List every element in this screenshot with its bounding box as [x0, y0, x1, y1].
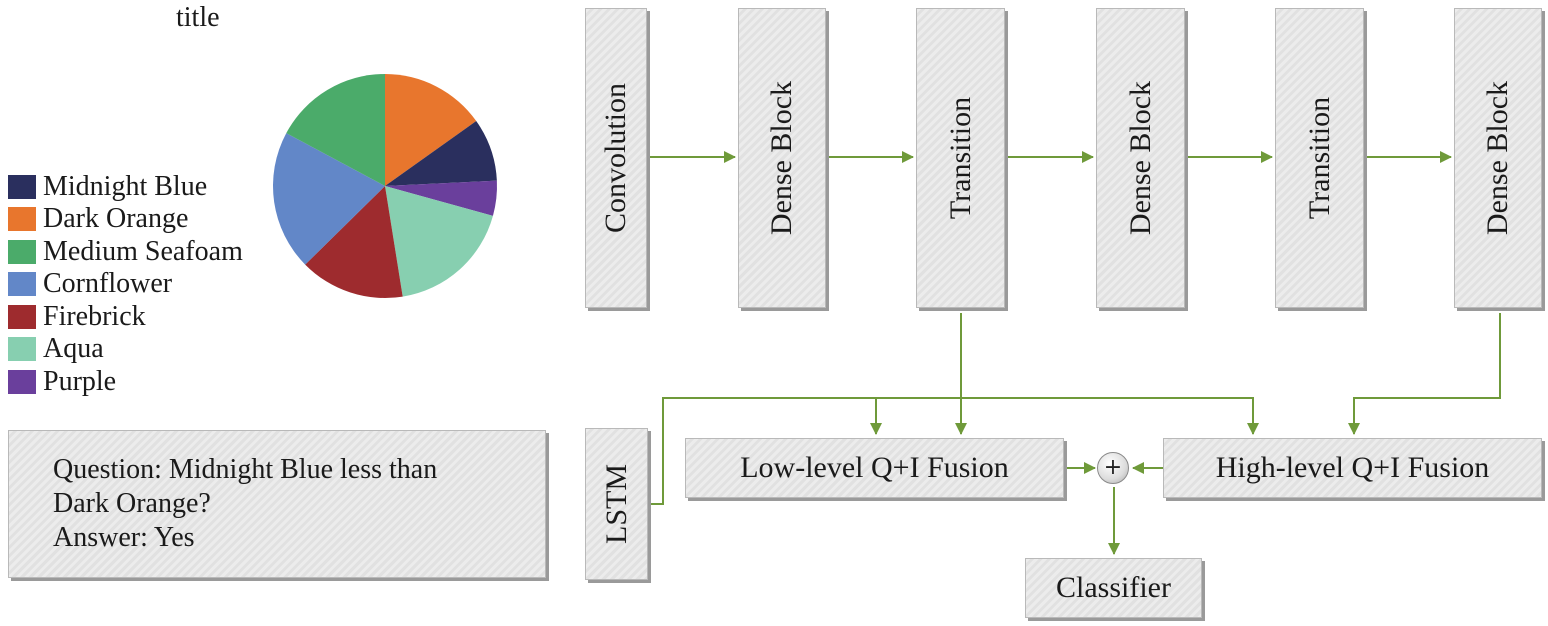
high-level-fusion-box: High-level Q+I Fusion	[1163, 438, 1542, 498]
legend-item: Firebrick	[8, 301, 146, 332]
legend-label: Purple	[43, 366, 117, 397]
dense-block-3-label: Dense Block	[1481, 80, 1514, 236]
legend-swatch	[8, 175, 36, 199]
legend-label: Dark Orange	[43, 203, 189, 234]
legend-swatch	[8, 240, 36, 264]
dense-block-2-box: Dense Block	[1096, 8, 1185, 308]
low-level-fusion-box: Low-level Q+I Fusion	[685, 438, 1064, 498]
legend-swatch	[8, 305, 36, 329]
pie-slice-purple	[385, 180, 497, 216]
question-answer-box: Question: Midnight Blue less than Dark O…	[8, 430, 546, 578]
legend-item: Purple	[8, 366, 117, 397]
convolution-label: Convolution	[599, 82, 632, 234]
dense-block-1-label: Dense Block	[765, 80, 798, 236]
legend-swatch	[8, 370, 36, 394]
transition-2-label: Transition	[1302, 96, 1336, 220]
arrow-dense3-to-highfusion	[1348, 313, 1501, 435]
legend-item: Dark Orange	[8, 203, 189, 234]
transition-1-label: Transition	[943, 96, 977, 220]
pie-slice-midnight-blue	[385, 121, 497, 186]
legend-item: Medium Seafoam	[8, 236, 243, 267]
question-line-2: Dark Orange?	[53, 488, 211, 519]
pie-slice-dark-orange	[385, 74, 477, 186]
classifier-box: Classifier	[1025, 558, 1202, 618]
pie-slice-aqua	[385, 186, 493, 297]
classifier-label: Classifier	[1056, 571, 1171, 604]
legend-item: Midnight Blue	[8, 171, 208, 202]
legend-label: Medium Seafoam	[43, 236, 243, 267]
answer-line: Answer: Yes	[53, 522, 195, 553]
dense-block-2-label: Dense Block	[1123, 80, 1157, 236]
transition-1-box: Transition	[916, 8, 1005, 308]
high-level-fusion-label: High-level Q+I Fusion	[1215, 451, 1490, 484]
arrow-lstm-to-fusions	[648, 397, 1259, 505]
low-level-fusion-label: Low-level Q+I Fusion	[740, 451, 1009, 484]
sum-node: +	[1097, 452, 1129, 484]
pie-slice-cornflower	[273, 133, 385, 265]
legend-label: Aqua	[43, 333, 104, 364]
dense-block-3-box: Dense Block	[1454, 8, 1542, 308]
dense-block-1-box: Dense Block	[738, 8, 826, 308]
transition-2-box: Transition	[1275, 8, 1364, 308]
lstm-box: LSTM	[585, 428, 648, 580]
legend-swatch	[8, 207, 36, 231]
question-line-1: Question: Midnight Blue less than	[53, 454, 438, 485]
legend-label: Firebrick	[43, 301, 146, 332]
chart-title: title	[176, 2, 220, 33]
lstm-label: LSTM	[599, 463, 633, 545]
plus-icon: +	[1103, 455, 1123, 480]
legend-swatch	[8, 337, 36, 361]
pie-slice-medium-seafoam	[286, 74, 385, 186]
legend-label: Cornflower	[43, 268, 173, 299]
legend-swatch	[8, 272, 36, 296]
legend-item: Cornflower	[8, 268, 173, 299]
legend-label: Midnight Blue	[43, 171, 208, 202]
pie-slice-firebrick	[305, 186, 403, 298]
legend-item: Aqua	[8, 333, 104, 364]
convolution-box: Convolution	[585, 8, 647, 308]
